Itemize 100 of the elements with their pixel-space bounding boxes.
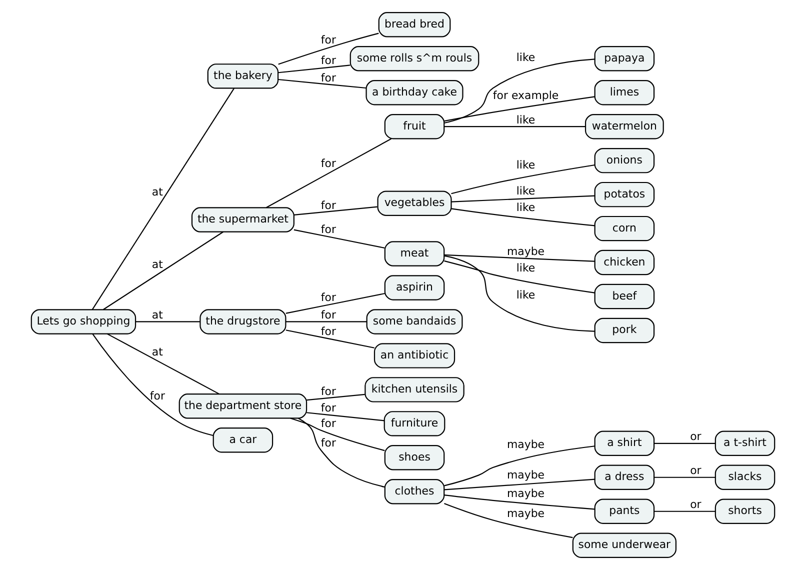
edge-label: for: [320, 222, 336, 236]
edge-label: for: [149, 390, 164, 403]
connector: [450, 164, 594, 194]
edge-label: like: [516, 158, 535, 172]
edge-label: like: [516, 113, 535, 126]
node-box: chicken: [594, 250, 654, 276]
connector: [278, 64, 350, 74]
node-box: corn: [594, 216, 654, 242]
edge-label: maybe: [506, 438, 544, 451]
node-box: papaya: [594, 46, 654, 72]
edge-label: for: [320, 416, 336, 430]
connector: [444, 254, 594, 262]
connector: [278, 78, 366, 89]
node-box: potatos: [594, 182, 654, 208]
connector: [102, 231, 224, 310]
node-box: some bandaids: [366, 309, 462, 334]
edge-label: for: [320, 436, 336, 450]
node-box: slacks: [714, 464, 775, 490]
connector: [444, 478, 594, 490]
node-box: Lets go shopping: [30, 309, 136, 334]
connector: [91, 88, 234, 310]
connector: [278, 32, 378, 65]
connector: [106, 333, 220, 395]
edge-label: for: [320, 290, 336, 304]
edge-label: maybe: [506, 506, 544, 520]
edge-label: or: [690, 498, 701, 512]
node-box: vegetables: [376, 190, 452, 216]
edge-label: for: [320, 198, 336, 212]
node-box: the department store: [178, 394, 307, 419]
connector: [285, 292, 384, 314]
connector: [444, 502, 572, 538]
node-box: the drugstore: [199, 309, 286, 334]
edge-label: for: [320, 157, 336, 170]
connector: [285, 321, 366, 322]
edge-label: like: [516, 288, 535, 302]
node-box: onions: [594, 148, 654, 174]
node-box: a t-shirt: [714, 430, 775, 456]
edge-label: for: [320, 54, 336, 68]
connector: [293, 229, 384, 248]
node-box: a birthday cake: [365, 80, 463, 106]
connector: [135, 321, 200, 322]
connector: [444, 446, 594, 486]
node-box: limes: [594, 80, 654, 106]
connector: [290, 418, 384, 452]
connector: [654, 442, 715, 444]
connector: [298, 418, 384, 488]
node-box: the bakery: [206, 64, 278, 89]
node-box: beef: [594, 284, 654, 310]
edge-label: at: [151, 258, 162, 272]
node-box: furniture: [383, 411, 445, 436]
edge-label: like: [516, 50, 535, 64]
edge-label: or: [690, 430, 701, 444]
connector: [293, 206, 377, 216]
edge-label: for: [320, 33, 336, 46]
connector: [450, 195, 594, 202]
node-box: pork: [594, 318, 654, 344]
connector: [444, 58, 594, 124]
node-box: fruit: [384, 114, 444, 140]
edge-label: for example: [492, 89, 558, 102]
edge-label: for: [320, 402, 336, 415]
connector: [92, 334, 213, 436]
connector: [444, 255, 594, 332]
node-box: a dress: [594, 464, 654, 490]
connector: [444, 494, 594, 510]
edge-label: like: [516, 201, 535, 214]
node-box: some underwear: [572, 532, 676, 558]
node-box: kitchen utensils: [364, 377, 464, 402]
edge-label: maybe: [506, 244, 544, 258]
connector: [306, 412, 384, 422]
connector: [654, 476, 715, 478]
connector: [444, 126, 585, 128]
edge-label: maybe: [506, 487, 544, 500]
edge-label: at: [151, 346, 162, 359]
node-box: aspirin: [384, 275, 444, 300]
connector: [306, 394, 364, 401]
node-box: a car: [212, 428, 273, 453]
edge-label: for: [320, 308, 336, 322]
edge-label: for: [320, 72, 336, 85]
edge-label: like: [516, 261, 535, 274]
edge-label: for: [320, 324, 336, 338]
node-box: the supermarket: [190, 207, 294, 232]
edge-label: at: [151, 186, 162, 199]
node-box: pants: [594, 498, 654, 524]
connector: [285, 330, 374, 348]
edge-label: for: [320, 385, 336, 398]
connector: [444, 96, 594, 122]
node-box: some rolls s^m rouls: [349, 46, 479, 72]
edge-label: maybe: [506, 468, 544, 482]
node-box: watermelon: [584, 114, 664, 140]
node-box: meat: [384, 241, 444, 266]
node-box: a shirt: [594, 430, 654, 456]
connector: [265, 138, 392, 208]
connector: [654, 510, 715, 512]
node-box: bread bred: [378, 12, 450, 38]
edge-label: or: [690, 464, 701, 478]
node-box: an antibiotic: [373, 343, 455, 368]
node-box: clothes: [384, 479, 444, 504]
connector: [444, 260, 594, 294]
connector: [450, 208, 594, 226]
edge-label: like: [516, 184, 535, 198]
